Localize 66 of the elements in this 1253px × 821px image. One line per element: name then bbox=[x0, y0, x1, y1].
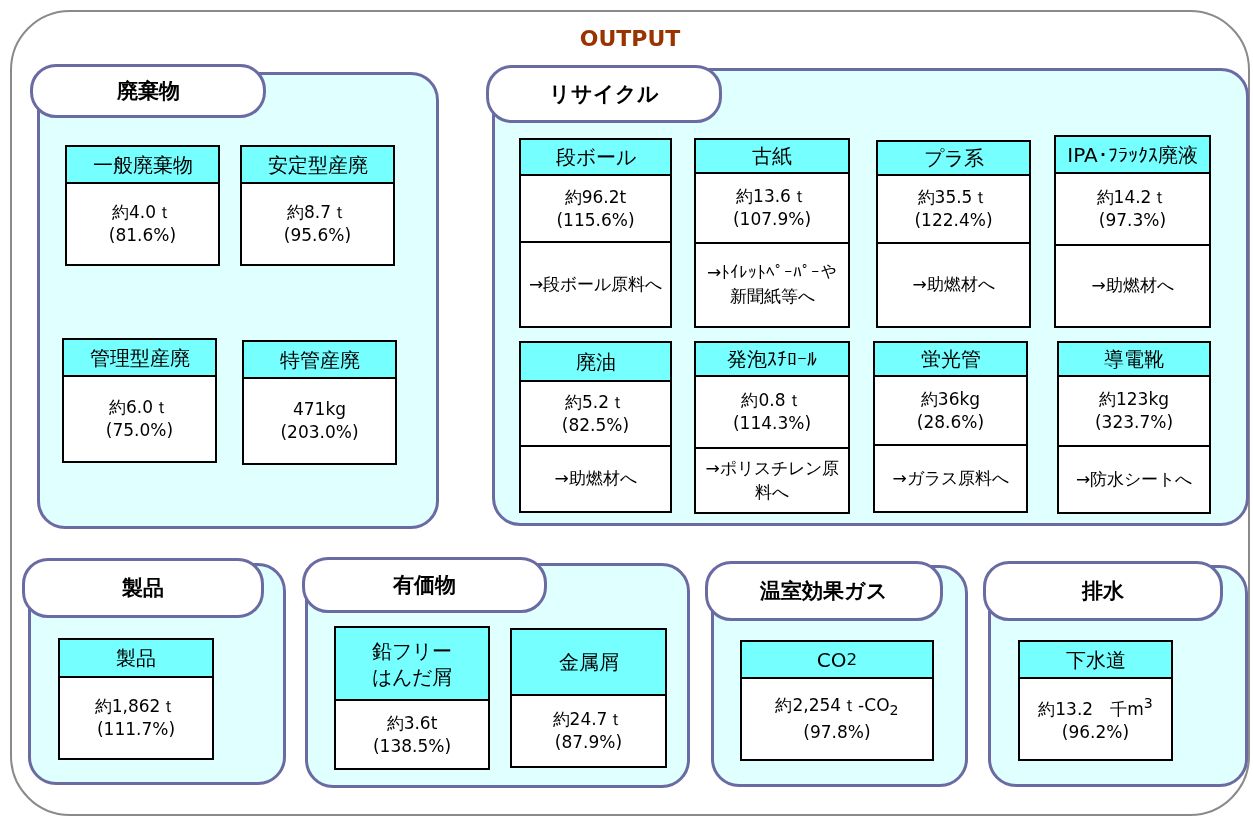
card-header: プラ系 bbox=[876, 140, 1031, 176]
destination-cell: →助燃材へ bbox=[1054, 246, 1211, 328]
card-header: 段ボール bbox=[519, 138, 672, 176]
data-card bbox=[62, 338, 217, 463]
heading-tab: 製品 bbox=[22, 558, 264, 618]
card-header: 特管産廃 bbox=[242, 340, 397, 379]
value-cell: 約1,862ｔ (111.7%) bbox=[58, 678, 214, 760]
value-cell: 約24.7ｔ (87.9%) bbox=[510, 696, 667, 768]
data-card bbox=[519, 341, 672, 513]
data-card bbox=[694, 341, 850, 514]
data-card bbox=[58, 638, 214, 760]
data-card bbox=[240, 145, 395, 266]
data-card bbox=[242, 340, 397, 465]
value-cell: 約35.5ｔ (122.4%) bbox=[876, 176, 1031, 244]
data-card bbox=[519, 138, 672, 328]
data-card bbox=[1057, 341, 1211, 514]
data-card bbox=[510, 628, 667, 768]
heading-tab: 廃棄物 bbox=[30, 64, 266, 118]
heading-tab: 温室効果ガス bbox=[705, 561, 943, 621]
destination-cell: →ポリスチレン原料へ bbox=[694, 449, 850, 514]
value-cell: 約13.6ｔ (107.9%) bbox=[694, 174, 850, 244]
data-card bbox=[873, 341, 1028, 513]
card-header: 安定型産廃 bbox=[240, 145, 395, 184]
data-card bbox=[876, 140, 1031, 328]
destination-cell: →ガラス原料へ bbox=[873, 446, 1028, 513]
heading-tab: 有価物 bbox=[302, 557, 547, 613]
section-title: OUTPUT bbox=[578, 26, 682, 51]
card-header: 発泡ｽﾁﾛｰﾙ bbox=[694, 341, 850, 377]
heading-tab: リサイクル bbox=[486, 65, 722, 123]
value-cell: 約6.0ｔ (75.0%) bbox=[62, 377, 217, 463]
value-cell: 471kg (203.0%) bbox=[242, 379, 397, 465]
destination-cell: →助燃材へ bbox=[519, 447, 672, 513]
card-header: 下水道 bbox=[1018, 640, 1173, 679]
value-cell: 約14.2ｔ (97.3%) bbox=[1054, 174, 1211, 246]
destination-cell: →段ボール原料へ bbox=[519, 243, 672, 328]
data-card bbox=[740, 640, 934, 761]
value-cell: 約3.6t (138.5%) bbox=[334, 701, 490, 770]
value-cell: 約36kg (28.6%) bbox=[873, 377, 1028, 446]
card-header: 金属屑 bbox=[510, 628, 667, 696]
value-cell: 約8.7ｔ (95.6%) bbox=[240, 184, 395, 266]
data-card bbox=[65, 145, 220, 266]
card-header: 廃油 bbox=[519, 341, 672, 382]
card-header: 製品 bbox=[58, 638, 214, 678]
card-header: 蛍光管 bbox=[873, 341, 1028, 377]
destination-cell: →助燃材へ bbox=[876, 244, 1031, 328]
data-card bbox=[694, 138, 850, 328]
card-header: 古紙 bbox=[694, 138, 850, 174]
value-cell: 約0.8ｔ (114.3%) bbox=[694, 377, 850, 449]
data-card bbox=[1018, 640, 1173, 761]
card-header: 管理型産廃 bbox=[62, 338, 217, 377]
value-cell: 約4.0ｔ (81.6%) bbox=[65, 184, 220, 266]
data-card bbox=[334, 626, 490, 770]
value-cell: 約5.2ｔ (82.5%) bbox=[519, 382, 672, 447]
card-header: IPA･ﾌﾗｯｸｽ廃液 bbox=[1054, 135, 1211, 174]
value-cell: 約2,254ｔ-CO$_{2}$ (97.8%) bbox=[740, 679, 934, 761]
card-header: 一般廃棄物 bbox=[65, 145, 220, 184]
output-frame bbox=[10, 10, 1250, 816]
value-cell: 約13.2 千m$^{3}$ (96.2%) bbox=[1018, 679, 1173, 761]
destination-cell: →防水シートへ bbox=[1057, 447, 1211, 514]
value-cell: 約123kg (323.7%) bbox=[1057, 377, 1211, 447]
card-header: 鉛フリーはんだ屑 bbox=[334, 626, 490, 701]
data-card bbox=[1054, 135, 1211, 328]
card-header: 導電靴 bbox=[1057, 341, 1211, 377]
value-cell: 約96.2t (115.6%) bbox=[519, 176, 672, 243]
heading-tab: 排水 bbox=[983, 561, 1223, 621]
destination-cell: →ﾄｲﾚｯﾄﾍﾟｰﾊﾟｰや新聞紙等へ bbox=[694, 244, 850, 328]
